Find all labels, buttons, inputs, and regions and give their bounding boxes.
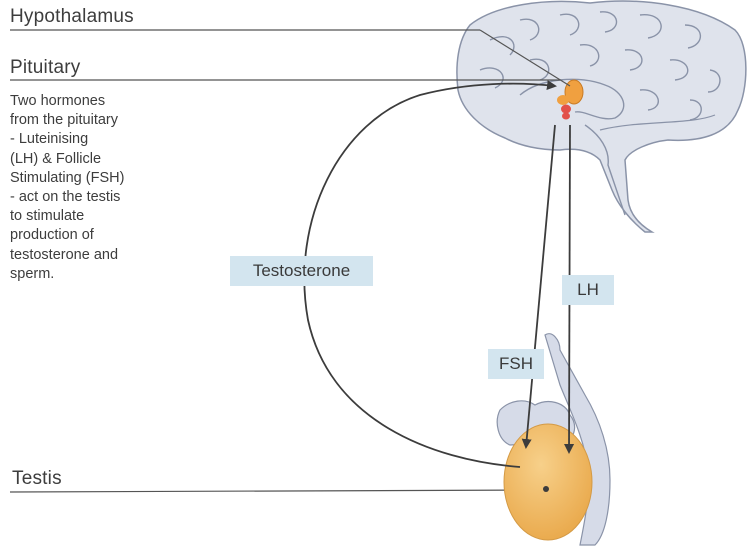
description-line: sperm.	[10, 265, 160, 284]
fsh-arrow	[526, 125, 555, 447]
testosterone-tag: Testosterone	[230, 256, 373, 286]
description-line: Stimulating (FSH)	[10, 169, 160, 188]
description-line: - act on the testis	[10, 188, 160, 207]
testis-point	[543, 486, 549, 492]
description-line: (LH) & Follicle	[10, 150, 160, 169]
pituitary-label: Pituitary	[10, 57, 80, 79]
description-line: testosterone and	[10, 246, 160, 265]
description-line: production of	[10, 226, 160, 245]
description-line: Two hormones	[10, 92, 160, 111]
brain-illustration	[457, 1, 746, 232]
testis-illustration	[504, 424, 592, 540]
testis-label: Testis	[12, 468, 62, 490]
description-line: to stimulate	[10, 207, 160, 226]
description-line: - Luteinising	[10, 130, 160, 149]
fsh-tag: FSH	[488, 349, 544, 379]
hypothalamus-label: Hypothalamus	[10, 6, 134, 28]
pituitary-description: Two hormones from the pituitary - Lutein…	[10, 92, 160, 284]
lh-tag: LH	[562, 275, 614, 305]
testis-leader-line	[10, 490, 545, 492]
description-line: from the pituitary	[10, 111, 160, 130]
pituitary-gland	[561, 105, 571, 120]
